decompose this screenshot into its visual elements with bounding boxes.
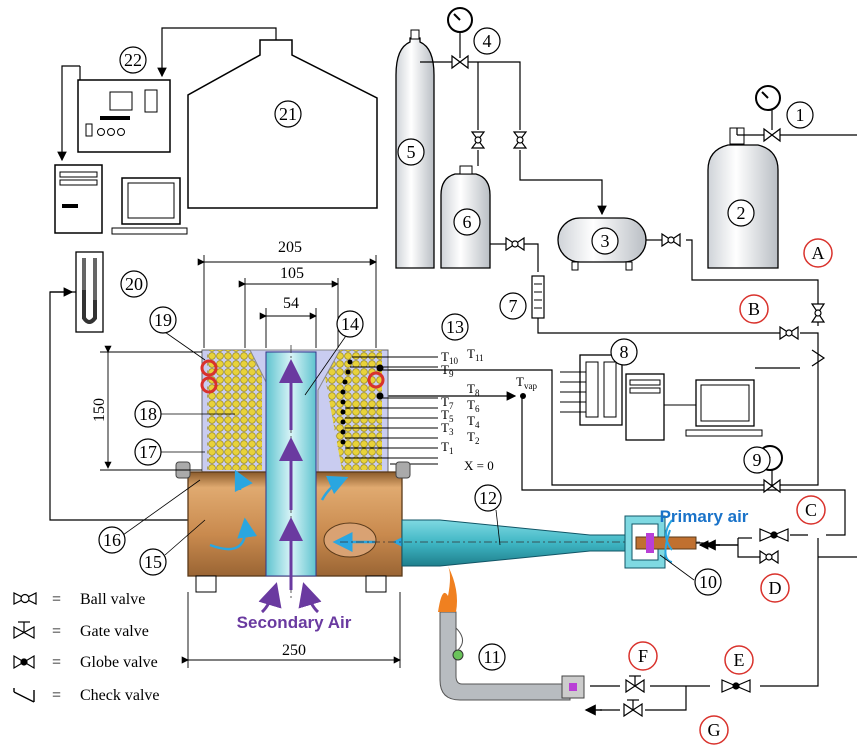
label-12: 12 — [479, 488, 497, 508]
check-valve-icon — [14, 688, 34, 702]
legend-check-valve: Check valve — [80, 687, 160, 704]
label-7: 7 — [509, 296, 518, 316]
svg-text:T6: T6 — [467, 397, 480, 414]
legend-eq-4: = — [52, 687, 61, 704]
label-3: 3 — [601, 231, 610, 251]
legend-gate-valve: Gate valve — [80, 623, 149, 640]
label-18: 18 — [139, 404, 157, 424]
label-16: 16 — [103, 530, 121, 550]
letter-c: C — [805, 500, 817, 520]
dim-54: 54 — [283, 295, 299, 312]
legend-eq-1: = — [52, 591, 61, 608]
computer-left — [55, 165, 187, 234]
label-5: 5 — [407, 142, 416, 162]
pressure-gauge-1 — [756, 86, 780, 130]
legend-globe-valve: Globe valve — [80, 654, 158, 671]
svg-text:T1: T1 — [441, 439, 453, 456]
flowmeter-7 — [532, 276, 544, 318]
label-13: 13 — [446, 317, 464, 337]
letter-d: D — [769, 578, 782, 598]
legend-eq-3: = — [52, 654, 61, 671]
label-4: 4 — [483, 31, 492, 51]
data-logger-22 — [78, 80, 170, 152]
svg-text:T2: T2 — [467, 429, 479, 446]
dim-250: 250 — [282, 642, 306, 659]
label-10: 10 — [699, 572, 717, 592]
data-acquisition-8 — [560, 355, 762, 440]
legend-eq-2: = — [52, 623, 61, 640]
label-9: 9 — [753, 450, 762, 470]
letter-e: E — [734, 650, 745, 670]
label-1: 1 — [796, 105, 805, 125]
svg-text:T8: T8 — [467, 381, 480, 398]
letter-a: A — [812, 243, 825, 263]
letter-f: F — [638, 646, 648, 666]
ball-valve-icon — [14, 593, 36, 604]
mixing-duct-12 — [402, 520, 625, 566]
primary-air-label: Primary air — [660, 507, 749, 526]
legend: = Ball valve = Gate valve = Globe valve … — [14, 591, 160, 704]
dim-150: 150 — [91, 398, 108, 422]
letter-b: B — [748, 299, 760, 319]
label-6: 6 — [463, 212, 472, 232]
label-11: 11 — [483, 647, 500, 667]
valve-letter-circles — [629, 239, 832, 744]
pilot-burner-11 — [438, 566, 584, 700]
label-15: 15 — [144, 552, 162, 572]
legend-ball-valve: Ball valve — [80, 591, 145, 608]
label-20: 20 — [125, 274, 143, 294]
x-zero-label: X = 0 — [464, 458, 494, 473]
letter-g: G — [708, 720, 721, 740]
gate-valve-icon — [14, 622, 34, 638]
dim-205: 205 — [278, 239, 302, 256]
pressure-gauge-4 — [448, 8, 472, 58]
label-22: 22 — [124, 50, 142, 70]
svg-text:Tvap: Tvap — [516, 374, 537, 391]
svg-text:T4: T4 — [467, 413, 480, 430]
u-tube-manometer-20 — [76, 252, 103, 332]
label-8: 8 — [620, 342, 629, 362]
label-19: 19 — [154, 310, 172, 330]
label-17: 17 — [139, 442, 157, 462]
secondary-air-label: Secondary Air — [237, 613, 352, 632]
dim-105: 105 — [280, 265, 304, 282]
label-21: 21 — [279, 104, 297, 124]
label-14: 14 — [341, 314, 359, 334]
globe-valve-icon — [14, 656, 34, 668]
svg-text:T11: T11 — [467, 346, 484, 363]
label-2: 2 — [737, 203, 746, 223]
